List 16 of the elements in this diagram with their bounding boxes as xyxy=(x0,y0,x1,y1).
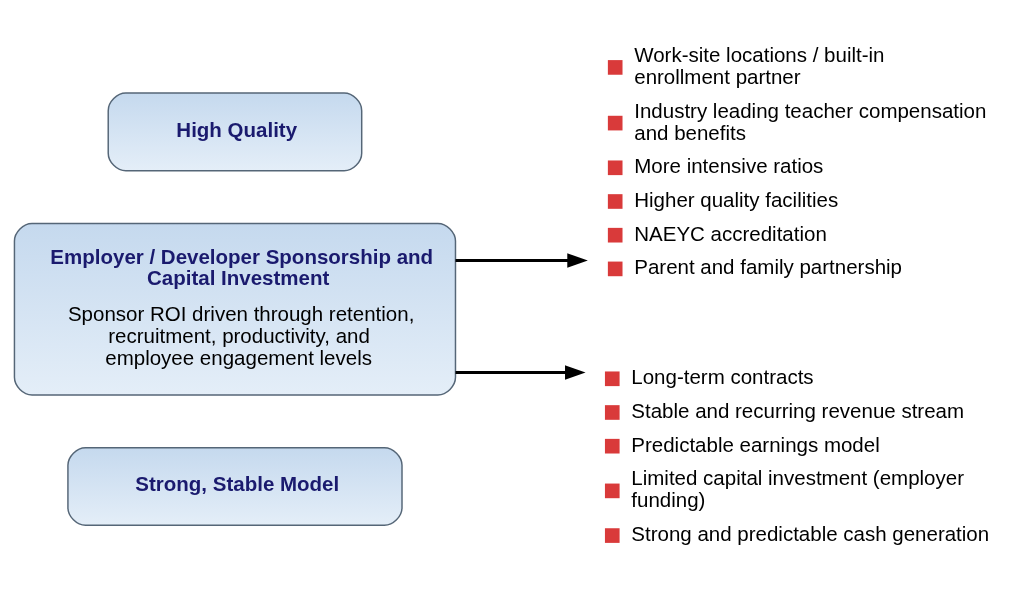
node-box: High Quality xyxy=(107,91,363,171)
node-label: NAEYC accreditation xyxy=(634,221,827,245)
node-label: Higher quality facilities xyxy=(634,187,839,211)
node-label: Parent and family partnership xyxy=(634,254,903,278)
node-label: Stable and recurring revenue stream xyxy=(631,398,965,422)
node-label: Predictable earnings model xyxy=(631,432,880,456)
arrow xyxy=(455,364,586,380)
node-label: Strong and predictable cash generation xyxy=(631,521,990,545)
node-label: Limited capital investment (employer funding) xyxy=(631,465,965,511)
node-label: Industry leading teacher compensation and benefits xyxy=(634,98,987,144)
arrow xyxy=(455,252,588,268)
node-box: Strong, Stable Model xyxy=(67,446,403,526)
node-label: More intensive ratios xyxy=(634,153,824,177)
node-label: Long-term contracts xyxy=(631,364,814,388)
node-box: Employer / Developer Sponsorship and Capital Investment Sponsor ROI driven through retention, recruitment, productivity, and employee engagement levels xyxy=(13,222,457,396)
node-label: Work-site locations / built-in enrollment partner xyxy=(634,42,885,88)
